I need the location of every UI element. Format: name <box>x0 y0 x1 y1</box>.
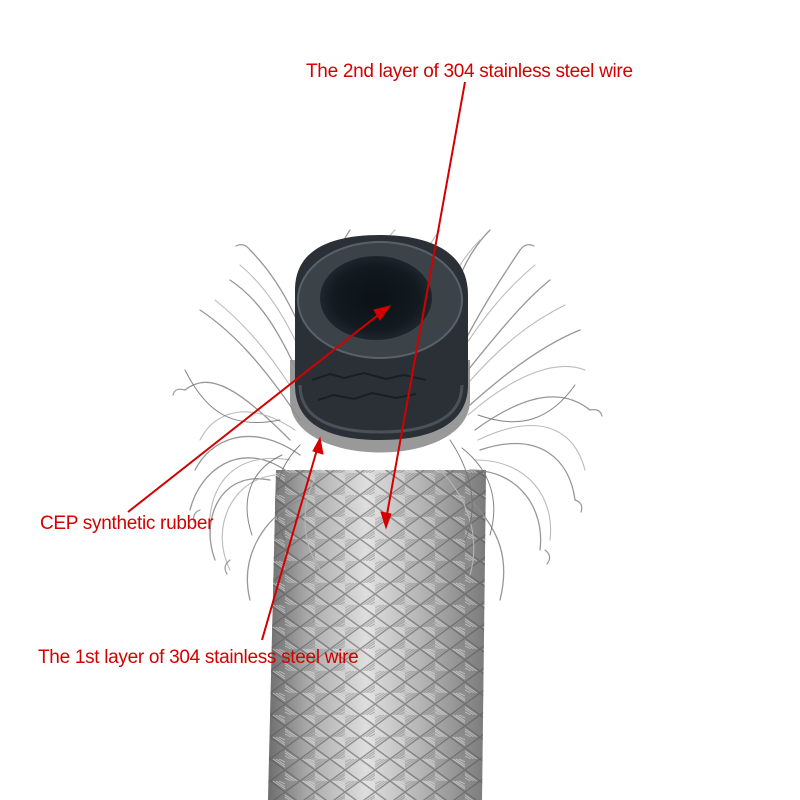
arrow-inner-braid-head <box>312 436 324 455</box>
annotation-arrows <box>127 81 466 641</box>
arrow-inner-braid-line <box>261 445 319 641</box>
rubber-core <box>295 235 468 440</box>
braided-hose-body <box>268 470 486 800</box>
label-rubber-core: CEP synthetic rubber <box>40 513 214 534</box>
label-outer-braid: The 2nd layer of 304 stainless steel wir… <box>306 61 633 82</box>
arrow-outer-braid-head <box>380 511 392 530</box>
arrow-rubber-line <box>127 311 383 513</box>
arrow-outer-braid-line <box>385 81 466 521</box>
arrow-rubber-head <box>373 305 392 321</box>
label-inner-braid: The 1st layer of 304 stainless steel wir… <box>38 647 359 668</box>
